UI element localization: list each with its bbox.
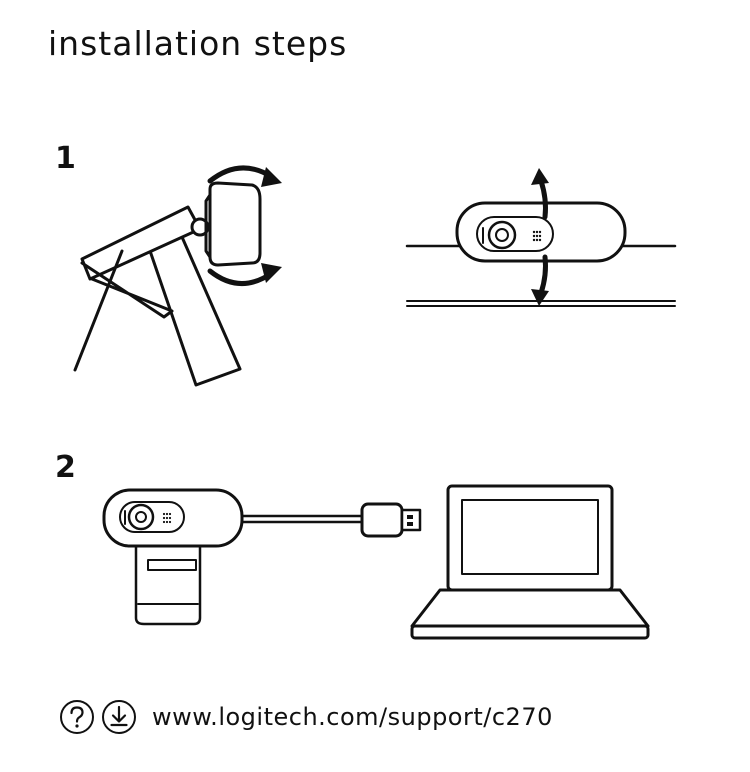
question-circle-icon bbox=[60, 700, 94, 734]
support-url[interactable]: www.logitech.com/support/c270 bbox=[152, 703, 553, 731]
step-number-2: 2 bbox=[55, 450, 76, 485]
download-circle-icon bbox=[102, 700, 136, 734]
step-number-1: 1 bbox=[55, 141, 76, 176]
monitor-mount-side-illustration bbox=[73, 165, 282, 387]
page-title: installation steps bbox=[48, 24, 348, 63]
monitor-mount-front-illustration bbox=[405, 168, 677, 307]
support-footer: www.logitech.com/support/c270 bbox=[58, 697, 553, 737]
usb-connection-illustration bbox=[102, 484, 650, 640]
tilt-arrow-icon bbox=[538, 178, 548, 296]
